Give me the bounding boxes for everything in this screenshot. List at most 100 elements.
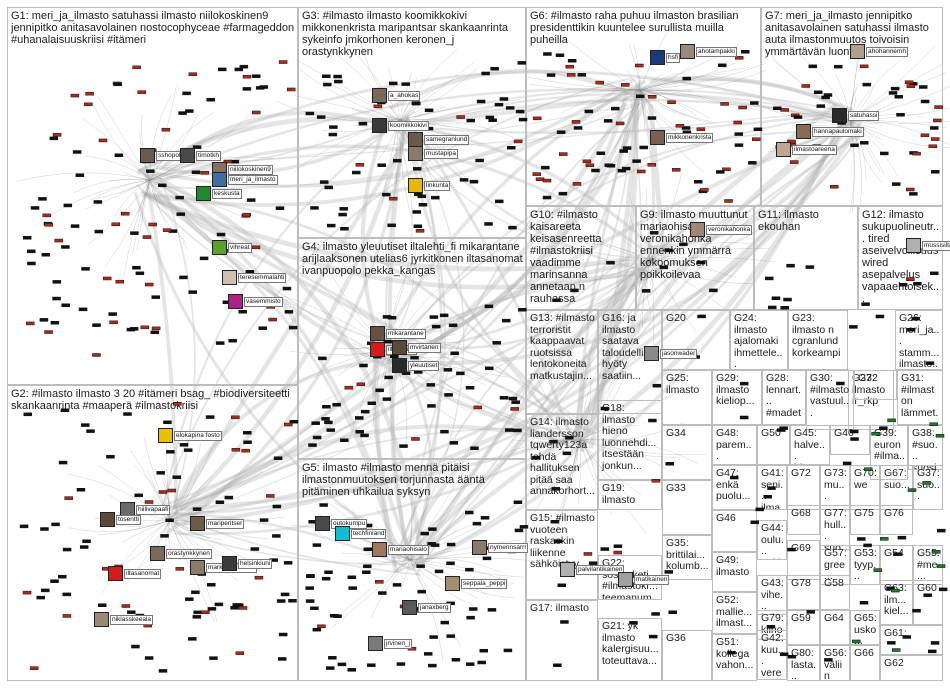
- vertex-marker-red: [668, 101, 676, 104]
- vertex-hsfi[interactable]: hsfi: [650, 50, 680, 65]
- vertex-marker: [519, 118, 527, 121]
- vertex-iltasanomat[interactable]: iltasanomat: [108, 566, 161, 581]
- vertex-marker: [430, 316, 438, 319]
- vertex-jasonwader[interactable]: jasonwader: [644, 346, 697, 361]
- vertex-marker-green: [872, 432, 880, 435]
- vertex-marker: [650, 231, 658, 234]
- vertex-marker-red: [92, 353, 100, 356]
- vertex-teresemmalahti[interactable]: teresemmalahti: [222, 270, 286, 285]
- vertex-elokapina-fosto[interactable]: elokapina fosto: [158, 428, 222, 443]
- vertex-marker-red: [596, 81, 604, 84]
- vertex-marker: [541, 166, 549, 169]
- vertex-niklasskeeala[interactable]: niklasskeeala: [94, 612, 153, 627]
- vertex-linkunta[interactable]: linkunta: [408, 178, 450, 193]
- vertex-orastynkkynen[interactable]: orastynkkynen: [150, 546, 212, 561]
- vertex-tosentti[interactable]: tosentti: [100, 512, 141, 527]
- vertex-marker: [891, 87, 899, 90]
- vertex-marker: [898, 536, 906, 539]
- vertex-marker: [52, 523, 60, 526]
- vertex-marker: [42, 253, 50, 256]
- vertex-marker-red: [55, 239, 63, 242]
- avatar-image: [315, 516, 330, 531]
- vertex-marker: [414, 225, 422, 228]
- vertex-marker: [191, 591, 199, 594]
- vertex-marker: [814, 91, 822, 94]
- vertex-marker-green: [937, 565, 945, 568]
- vertex-marker-red: [163, 229, 171, 232]
- vertex-mariaohisalo[interactable]: mariaohisalo: [372, 542, 429, 557]
- vertex-koomikkokivi[interactable]: koomikkokivi: [372, 118, 429, 133]
- vertex-mvirtanen[interactable]: mvirtanen: [392, 340, 441, 355]
- vertex-marker-red: [648, 95, 656, 98]
- vertex-ilmastoareena[interactable]: ilmastoareena: [776, 142, 837, 157]
- vertex-marker-red: [287, 88, 295, 91]
- vertex-marker: [611, 107, 619, 110]
- vertex-matikainen[interactable]: matikainen: [618, 572, 669, 587]
- vertex-marker: [180, 443, 188, 446]
- vertex-label: koomikkokivi: [388, 121, 429, 131]
- vertex-marker-red: [906, 278, 914, 281]
- vertex-vihreat[interactable]: vihreat: [212, 240, 252, 255]
- vertex-marker: [306, 600, 314, 603]
- vertex-marker: [794, 116, 802, 119]
- vertex-marker: [62, 304, 70, 307]
- vertex-ahohannemh[interactable]: ahohannemh: [850, 44, 908, 59]
- vertex-samegranlund[interactable]: samegranlund: [408, 132, 469, 147]
- vertex-a-ahokas[interactable]: a_ahokas: [372, 88, 420, 103]
- vertex-label: techfinland: [351, 529, 386, 539]
- vertex-jrvinen-j[interactable]: jrvinen_j: [368, 636, 412, 651]
- vertex-ahotampakki[interactable]: ahotampakki: [680, 44, 737, 59]
- vertex-janaxberg[interactable]: janaxberg: [402, 600, 451, 615]
- vertex-marker: [327, 429, 335, 432]
- vertex-techfinland[interactable]: techfinland: [335, 526, 386, 541]
- vertex-marker: [428, 664, 436, 667]
- vertex-label: jrvinen_j: [384, 639, 412, 649]
- vertex-mariperitser[interactable]: mariperitser: [190, 516, 244, 531]
- vertex-marker-red: [279, 61, 287, 64]
- vertex-marker-red: [533, 117, 541, 120]
- vertex-seppala-peppi[interactable]: seppala_peppi: [445, 576, 507, 591]
- vertex-marker: [207, 98, 215, 101]
- vertex-marker-green: [891, 589, 899, 592]
- vertex-marker-red: [621, 83, 629, 86]
- vertex-label: tosentti: [116, 515, 141, 525]
- vertex-timotkh[interactable]: timotkh: [180, 148, 221, 163]
- vertex-veronikahonka[interactable]: veronikahonka: [690, 222, 752, 237]
- vertex-marker: [476, 159, 484, 162]
- vertex-mustapipa[interactable]: mustapipa: [408, 146, 458, 161]
- vertex-marker: [38, 197, 46, 200]
- vertex-marker: [649, 635, 657, 638]
- vertex-marker: [76, 174, 84, 177]
- vertex-vasemmisto[interactable]: vasemmisto: [228, 294, 283, 309]
- vertex-marker-red: [929, 145, 937, 148]
- vertex-marker: [509, 397, 517, 400]
- vertex-satuhassi[interactable]: satuhassi: [832, 108, 879, 123]
- vertex-meri-ja-ilmasto[interactable]: meri_ja_ilmasto: [212, 172, 278, 187]
- vertex-marker: [318, 357, 326, 360]
- vertex-hannapaulomaki[interactable]: hannapaulomaki: [796, 124, 864, 139]
- vertex-marker-red: [676, 124, 684, 127]
- vertex-marker: [648, 117, 656, 120]
- vertex-palvilantikainen[interactable]: palvilantikainen: [560, 562, 624, 577]
- vertex-marker-green: [864, 468, 872, 471]
- vertex-marker-red: [30, 667, 38, 670]
- vertex-marker: [864, 544, 872, 547]
- vertex-marker: [694, 180, 702, 183]
- vertex-marker: [636, 95, 644, 98]
- vertex-marker-red: [232, 448, 240, 451]
- vertex-nymennsarrr[interactable]: nymennsarrr: [472, 540, 528, 555]
- vertex-marker: [413, 210, 421, 213]
- vertex-marker: [907, 328, 915, 331]
- vertex-mikarantane[interactable]: mikarantane: [370, 326, 426, 341]
- vertex-marker: [285, 310, 293, 313]
- vertex-sshopoh[interactable]: sshopoh: [140, 148, 185, 163]
- vertex-yleuutiset[interactable]: yleuutiset: [392, 358, 439, 373]
- vertex-marker: [768, 306, 776, 309]
- vertex-marker-red: [317, 625, 325, 628]
- vertex-mussisilta[interactable]: mussisilta: [906, 238, 950, 253]
- vertex-marker: [709, 289, 717, 292]
- vertex-mikkonenkrista[interactable]: mikkonenkrista: [650, 130, 713, 145]
- vertex-helsinkiuni[interactable]: helsinkiuni: [222, 556, 272, 571]
- vertex-marker-red: [112, 223, 120, 226]
- vertex-keskusta[interactable]: keskusta: [196, 186, 242, 201]
